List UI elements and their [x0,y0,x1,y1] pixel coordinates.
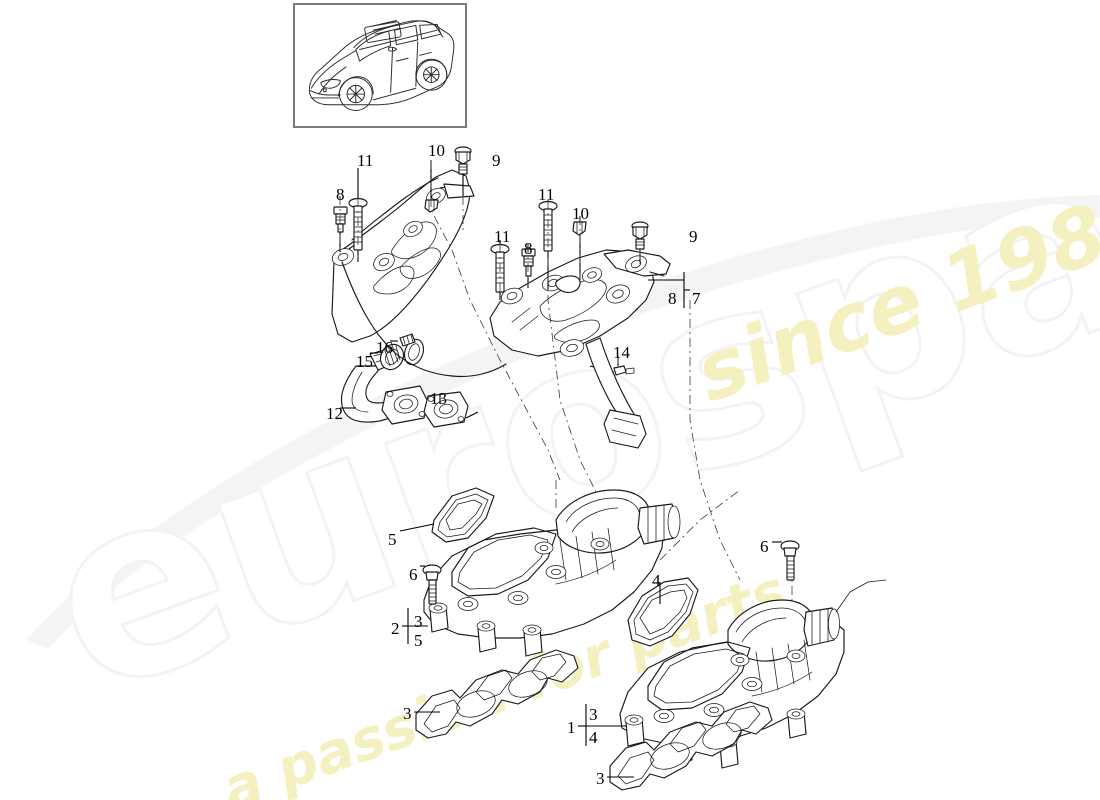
flange-gasket-13 [423,391,479,428]
callout-14: 14 [613,343,630,362]
vehicle-thumbnail-drawing [308,20,455,111]
plenum-drum-right [727,599,840,662]
hex-bolt-6-right [772,540,800,581]
callout-6-a: 6 [409,565,418,584]
callout-9-a: 9 [492,151,501,170]
callout-3-c: 3 [403,704,412,723]
callout-5-a: 5 [388,530,397,549]
callout-13: 13 [430,389,447,408]
callout-8-b: 8 [524,239,533,258]
cover-gasket-4 [627,577,699,647]
callout-6-b: 6 [760,537,769,556]
cover-gasket-4-outline-extra [835,579,887,613]
hex-nut-9-right [631,221,649,262]
callout-4-a: 4 [652,571,661,590]
connecting-hose-assembly [340,333,479,428]
flange-bolt-11-center [490,240,510,300]
callout-12: 12 [326,404,343,423]
hex-bolt-6-left [420,564,442,605]
left-support-bracket [331,169,475,343]
callout-9-b: 9 [689,227,698,246]
hex-nut-9-left [454,146,472,175]
intake-gasket-3-left [414,649,579,739]
cover-gasket-5 [399,487,495,543]
hose-clamp-16 [390,333,425,366]
right-support-bracket [489,249,671,357]
hose-flange [381,385,429,425]
callout-10-b: 10 [572,204,589,223]
bracket-brace-1-3-4 [578,704,626,746]
callout-10-a: 10 [428,141,445,160]
callout-11-b: 11 [538,185,555,204]
plenum-drum-left [555,489,681,554]
callout-3-d: 3 [589,705,598,724]
right-intake-manifold [578,540,845,769]
callout-4-b: 4 [589,728,598,747]
stud-bolt-8-left [333,196,348,252]
callout-3-e: 3 [596,769,605,788]
callout-11-a: 11 [357,151,374,170]
left-intake-manifold [399,487,681,657]
manifold-runner-right [585,337,647,449]
callout-15: 15 [356,352,373,371]
hose-clamp-15 [370,343,405,371]
callout-8-a: 8 [336,185,345,204]
callout-1: 1 [567,718,576,737]
callout-8-c: 8 [668,289,677,308]
intake-gasket-3-right [607,701,773,791]
callout-11-c: 11 [494,227,511,246]
bracket-brace-7 [648,272,690,308]
bracket-brace-2-3-5 [402,608,428,644]
callout-5-b: 5 [414,631,423,650]
assembly-contour [341,261,507,378]
vehicle-thumbnail [293,3,467,128]
callout-16: 16 [376,338,393,357]
callout-2: 2 [391,619,400,638]
callout-7: 7 [692,289,701,308]
manifold-mount-bosses-left [428,602,543,657]
stud-bolt-8-right [521,244,536,288]
callout-3-b: 3 [414,612,423,631]
